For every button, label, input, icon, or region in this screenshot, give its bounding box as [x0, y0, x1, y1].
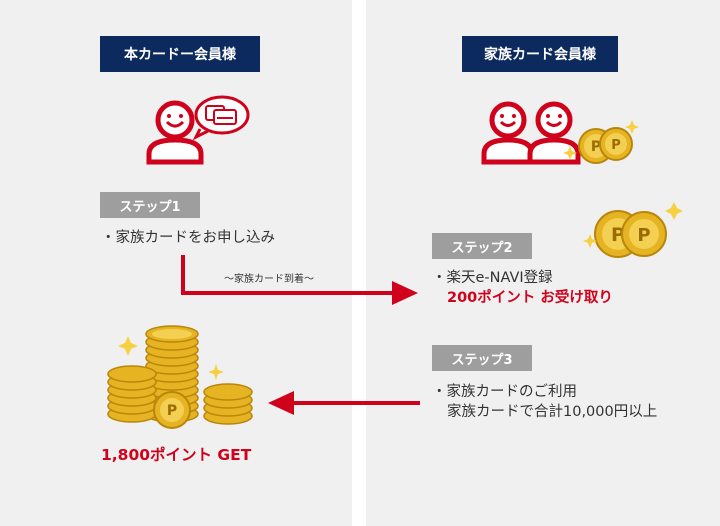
svg-text:P: P — [611, 138, 621, 153]
step1-to-step2-arrow — [181, 255, 418, 305]
step2-reward: 200ポイント お受け取り — [447, 290, 613, 306]
step2-label-text: ステップ2 — [451, 240, 513, 256]
family-member-header-label: 家族カード会員様 — [484, 47, 596, 63]
svg-text:P: P — [637, 225, 650, 246]
two-persons-icon — [481, 101, 581, 165]
step1-label-text: ステップ1 — [119, 199, 181, 215]
card-speech-bubble-icon — [192, 95, 250, 141]
arrival-note: 〜家族カード到着〜 — [224, 274, 314, 285]
point-coin-icon: P P — [563, 120, 639, 164]
coin-stacks-icon: P — [107, 325, 253, 429]
step1-label: ステップ1 — [100, 192, 200, 218]
svg-text:P: P — [167, 403, 177, 419]
step2-label: ステップ2 — [432, 233, 532, 259]
member-header: 本カードー会員様 — [100, 36, 260, 72]
family-member-panel — [366, 0, 720, 526]
member-header-label: 本カードー会員様 — [124, 47, 236, 63]
point-coin-icon: P P — [583, 202, 683, 258]
svg-text:P: P — [591, 139, 601, 155]
family-member-header: 家族カード会員様 — [462, 36, 618, 72]
step1-text: ・家族カードをお申し込み — [101, 230, 275, 246]
member-panel — [0, 0, 352, 526]
step3-label: ステップ3 — [432, 345, 532, 371]
step3-to-result-arrow — [268, 391, 420, 415]
person-icon — [146, 100, 204, 165]
step2-text: ・楽天e-NAVI登録 — [432, 270, 553, 286]
step3-line1: ・家族カードのご利用 — [432, 384, 577, 400]
step3-label-text: ステップ3 — [451, 352, 513, 368]
result-points: 1,800ポイント GET — [101, 446, 252, 464]
step3-line2: 家族カードで合計10,000円以上 — [447, 404, 658, 420]
